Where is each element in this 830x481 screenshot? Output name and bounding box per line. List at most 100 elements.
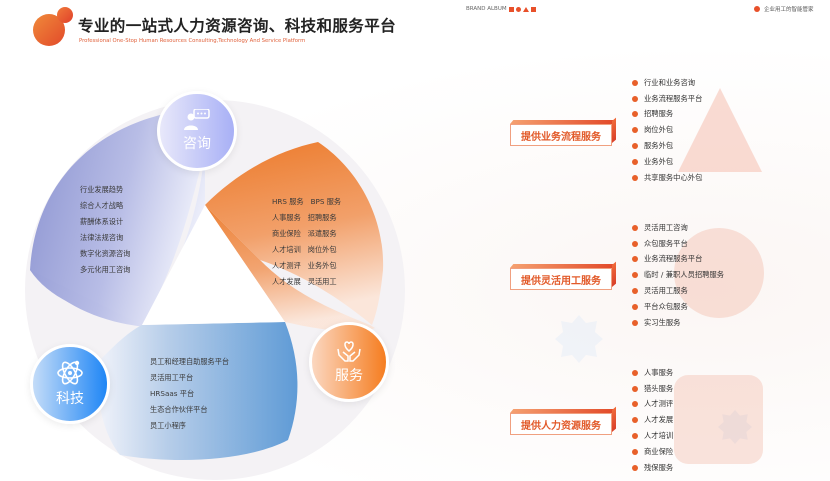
service-item: 人才发展 bbox=[272, 277, 301, 286]
list-item: 临时 / 兼职人员招聘服务 bbox=[632, 267, 724, 283]
service-item: 灵活用工 bbox=[307, 277, 337, 286]
flexible-employment-list: 灵活用工咨询 众包服务平台 业务流程服务平台 临时 / 兼职人员招聘服务 灵活用… bbox=[632, 220, 724, 331]
list-item-label: 人才培训 bbox=[644, 431, 674, 441]
consult-item: 薪酬体系设计 bbox=[80, 217, 124, 226]
bullet-icon bbox=[632, 224, 638, 231]
bullet-icon bbox=[632, 143, 638, 150]
list-item-label: 服务外包 bbox=[644, 141, 674, 151]
list-item-label: 招聘服务 bbox=[644, 109, 674, 119]
triangle-shape bbox=[678, 88, 762, 172]
list-item: 人才发展 bbox=[632, 412, 673, 428]
consult-item: 多元化用工咨询 bbox=[80, 265, 131, 274]
brand-album: BRAND ALBUM bbox=[466, 6, 536, 12]
bullet-icon bbox=[632, 319, 638, 326]
square-icon bbox=[530, 6, 536, 12]
list-item-label: 商业保险 bbox=[644, 446, 674, 456]
category-flexible-employment: 提供灵活用工服务 bbox=[510, 268, 612, 290]
bullet-icon bbox=[632, 127, 638, 134]
category-label: 提供人力资源服务 bbox=[521, 420, 601, 432]
human-resources-list: 人事服务 猎头服务 人才测评 人才发展 人才培训 商业保险 残保服务 bbox=[632, 365, 673, 476]
service-item: 招聘服务 bbox=[307, 213, 337, 222]
service-node: 服务 bbox=[309, 322, 389, 402]
person-chat-icon bbox=[184, 109, 210, 130]
consult-item: 数字化资源咨询 bbox=[80, 249, 131, 258]
service-item-row: 商业保险派遣服务 bbox=[272, 226, 341, 242]
service-segment-tail bbox=[205, 205, 375, 332]
bullet-icon bbox=[632, 401, 638, 408]
bullet-icon bbox=[632, 385, 638, 392]
consult-item: 行业发展趋势 bbox=[80, 185, 124, 194]
page-title: 专业的一站式人力资源咨询、科技和服务平台 bbox=[78, 17, 397, 35]
cycle-diagram bbox=[25, 100, 405, 480]
service-segment bbox=[205, 142, 384, 325]
service-item-row: 人事服务招聘服务 bbox=[272, 210, 341, 226]
service-item: 业务外包 bbox=[307, 261, 337, 270]
bullet-icon bbox=[632, 174, 638, 181]
list-item: 业务外包 bbox=[632, 154, 702, 170]
list-item: 业务流程服务平台 bbox=[632, 91, 702, 107]
category-human-resources: 提供人力资源服务 bbox=[510, 413, 612, 435]
service-item-row: 人才发展灵活用工 bbox=[272, 274, 341, 290]
consult-label: 咨询 bbox=[183, 136, 211, 152]
list-item-label: 猎头服务 bbox=[644, 383, 674, 393]
list-item-label: 行业和业务咨询 bbox=[644, 77, 696, 87]
list-item: 灵活用工服务 bbox=[632, 283, 724, 299]
tech-label: 科技 bbox=[56, 391, 84, 407]
tech-item: HRSaas 平台 bbox=[150, 389, 195, 398]
list-item: 实习生服务 bbox=[632, 315, 724, 331]
list-item-label: 实习生服务 bbox=[644, 317, 681, 327]
consult-segment bbox=[30, 108, 205, 325]
bullet-icon bbox=[632, 79, 638, 86]
service-item: 人事服务 bbox=[272, 213, 301, 222]
bullet-icon bbox=[632, 158, 638, 165]
decorative-shapes-icon bbox=[718, 410, 752, 444]
service-label: 服务 bbox=[335, 368, 363, 384]
heart-hands-icon bbox=[337, 341, 361, 362]
list-item-label: 众包服务平台 bbox=[644, 238, 688, 248]
brand-album-label: BRAND ALBUM bbox=[466, 6, 507, 12]
tech-node: 科技 bbox=[30, 344, 110, 424]
list-item-label: 岗位外包 bbox=[644, 125, 674, 135]
tech-item: 员工小程序 bbox=[150, 421, 186, 430]
list-item: 商业保险 bbox=[632, 444, 673, 460]
list-item-label: 业务流程服务平台 bbox=[644, 254, 703, 264]
list-item: 服务外包 bbox=[632, 138, 702, 154]
list-item-label: 人才发展 bbox=[644, 415, 674, 425]
list-item: 行业和业务咨询 bbox=[632, 75, 702, 91]
tech-segment bbox=[98, 322, 298, 460]
service-item: 人才测评 bbox=[272, 261, 301, 270]
list-item: 猎头服务 bbox=[632, 381, 673, 397]
circle-shape bbox=[674, 228, 764, 318]
list-item: 人才测评 bbox=[632, 397, 673, 413]
bullet-icon bbox=[632, 111, 638, 118]
bullet-icon bbox=[632, 464, 638, 471]
list-item: 灵活用工咨询 bbox=[632, 220, 724, 236]
bullet-icon bbox=[632, 433, 638, 440]
bullet-icon bbox=[632, 369, 638, 376]
category-business-process: 提供业务流程服务 bbox=[510, 124, 612, 146]
category-label: 提供业务流程服务 bbox=[521, 131, 601, 143]
list-item-label: 人事服务 bbox=[644, 367, 674, 377]
list-item-label: 灵活用工咨询 bbox=[644, 222, 688, 232]
list-item: 人事服务 bbox=[632, 365, 673, 381]
service-item: 商业保险 bbox=[272, 229, 301, 238]
service-item: BPS 服务 bbox=[310, 197, 342, 206]
consult-item: 综合人才战略 bbox=[80, 201, 124, 210]
list-item-label: 业务外包 bbox=[644, 156, 674, 166]
list-item: 岗位外包 bbox=[632, 122, 702, 138]
category-label: 提供灵活用工服务 bbox=[521, 275, 601, 287]
list-item-label: 平台众包服务 bbox=[644, 301, 688, 311]
dot-icon bbox=[754, 6, 760, 12]
atom-icon bbox=[57, 360, 83, 385]
tech-item: 灵活用工平台 bbox=[150, 373, 194, 382]
list-item-label: 残保服务 bbox=[644, 462, 674, 472]
rounded-square-shape bbox=[674, 375, 763, 464]
list-item-label: 业务流程服务平台 bbox=[644, 93, 703, 103]
service-item: 派遣服务 bbox=[307, 229, 337, 238]
list-item: 业务流程服务平台 bbox=[632, 252, 724, 268]
list-item-label: 人才测评 bbox=[644, 399, 674, 409]
list-item-label: 临时 / 兼职人员招聘服务 bbox=[644, 270, 725, 280]
bullet-icon bbox=[632, 303, 638, 310]
list-item: 招聘服务 bbox=[632, 107, 702, 123]
